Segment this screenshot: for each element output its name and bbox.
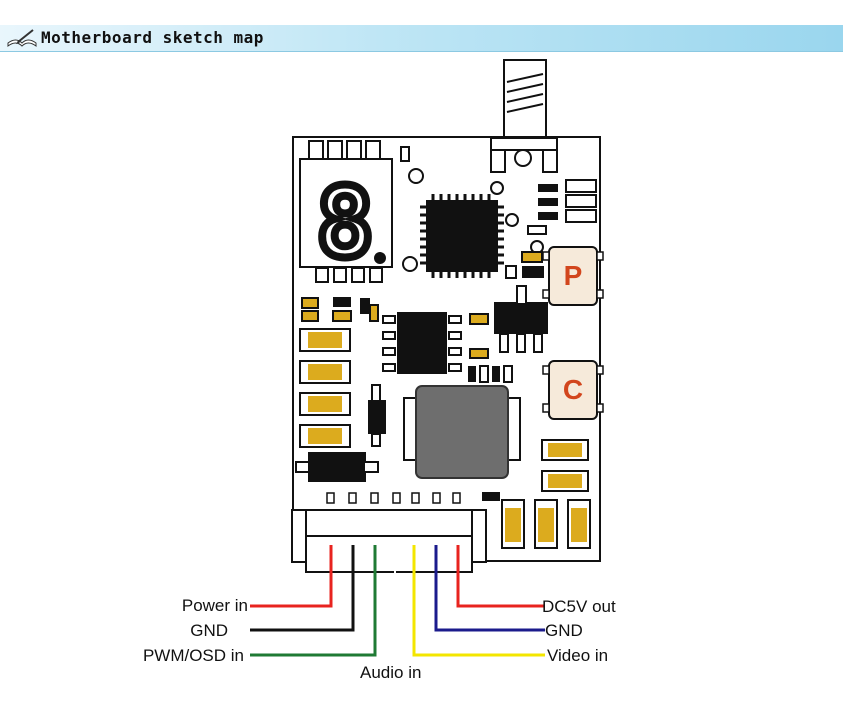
pen-book-icon bbox=[7, 29, 37, 47]
pwm-osd-in-wire bbox=[250, 545, 377, 657]
capacitors-right bbox=[482, 439, 591, 549]
smd-parts-middle bbox=[301, 297, 379, 322]
gnd-in-wire bbox=[250, 545, 355, 632]
pin-header-connector bbox=[291, 492, 487, 573]
antenna-mount bbox=[490, 137, 558, 195]
diode-vertical bbox=[368, 384, 386, 447]
video-in-wire bbox=[412, 545, 545, 657]
label-audio-in: Audio in bbox=[360, 663, 422, 682]
smd-resistors-top-right bbox=[505, 179, 597, 279]
c-button: C bbox=[542, 360, 604, 420]
soic-chip bbox=[382, 312, 462, 374]
label-dc5v-out: DC5V out bbox=[542, 597, 616, 616]
c-button-label: C bbox=[563, 374, 583, 405]
header-bar: Motherboard sketch map bbox=[0, 25, 843, 52]
diode-horizontal bbox=[295, 452, 379, 482]
label-gnd-in: GND bbox=[190, 621, 228, 640]
label-gnd-out: GND bbox=[545, 621, 583, 640]
gnd-out-wire bbox=[434, 545, 545, 632]
wires bbox=[250, 545, 545, 657]
seven-segment-display: 8 bbox=[299, 140, 393, 283]
power-inductor bbox=[403, 385, 521, 479]
dc5v-out-wire bbox=[456, 545, 545, 608]
antenna-connector bbox=[503, 59, 547, 139]
p-button: P bbox=[542, 246, 604, 306]
microcontroller-chip bbox=[420, 194, 504, 278]
power-in-wire bbox=[250, 545, 333, 608]
label-power-in: Power in bbox=[181, 596, 248, 615]
voltage-regulator bbox=[469, 285, 548, 353]
label-pwm-osd-in: PWM/OSD in bbox=[142, 646, 244, 665]
capacitors-left bbox=[299, 328, 351, 448]
segment-digit: 8 bbox=[316, 167, 374, 279]
page-title: Motherboard sketch map bbox=[41, 28, 264, 47]
smd-parts-lower-middle bbox=[468, 348, 513, 383]
p-button-label: P bbox=[564, 260, 583, 291]
label-video-in: Video in bbox=[547, 646, 609, 665]
